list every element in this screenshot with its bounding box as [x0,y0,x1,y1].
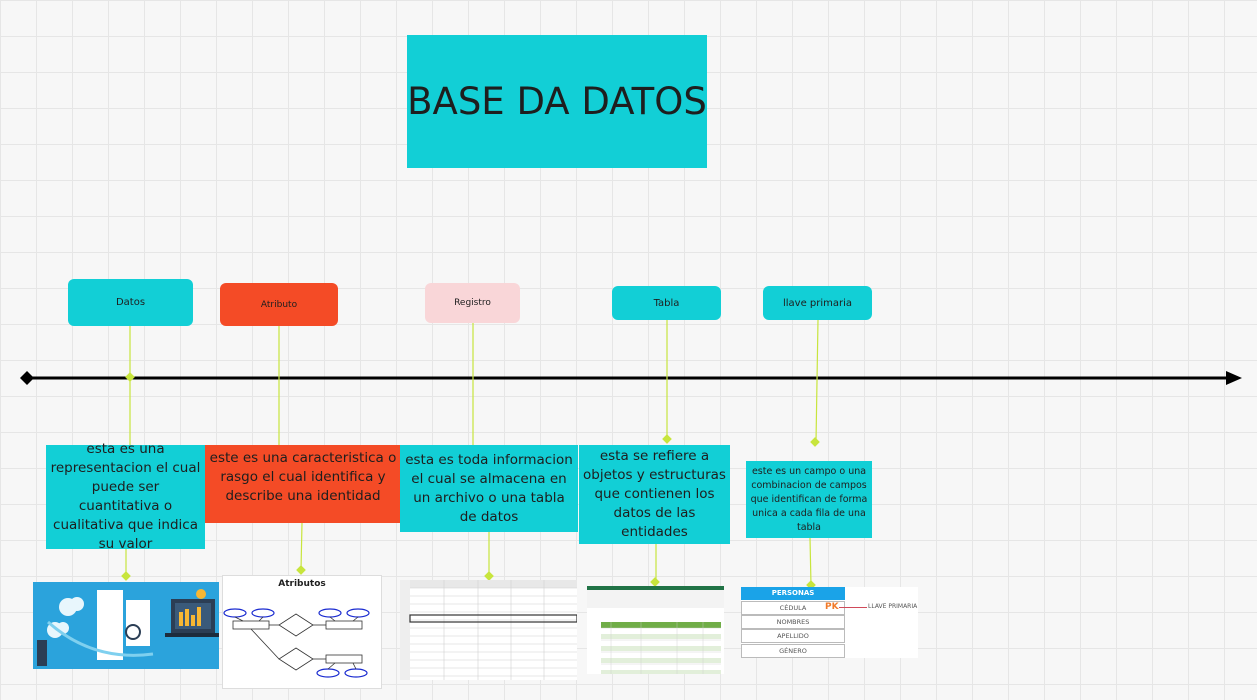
spreadsheet-graphic [400,580,577,680]
node-registro[interactable]: Registro [425,283,520,323]
desc-datos[interactable]: esta es una representacion el cual puede… [46,441,205,552]
pk-badge: PK [825,602,839,612]
atributos-er-image: Atributos [222,575,382,689]
atributos-image-title: Atributos [278,579,326,589]
excel-table-image [587,586,724,674]
personas-row: NOMBRES [741,615,845,629]
data-illustration-image [33,582,219,669]
desc-registro[interactable]: esta es toda informacion el cual se alma… [400,445,578,532]
spreadsheet-image [400,580,577,680]
personas-table-image: PERSONAS CÉDULA NOMBRES APELLIDO GÉNERO … [741,587,918,658]
connector [815,319,819,443]
timeline-end-arrow [1226,371,1242,385]
desc-atributo[interactable]: este es una caracteristica o rasgo el cu… [205,445,401,523]
connector-dot [662,434,672,444]
pk-label: LLAVE PRIMARIA [868,603,918,610]
connector-dot [810,437,820,447]
connector-dot [121,571,131,581]
personas-row: GÉNERO [741,644,845,658]
connector-dot [650,577,660,587]
excel-table-graphic [587,586,724,674]
personas-row: CÉDULA [741,601,845,615]
personas-row: APELLIDO [741,629,845,643]
atributos-er-graphic [223,608,370,678]
connector-dot [484,571,494,581]
node-llave-primaria[interactable]: llave primaria [763,286,872,320]
personas-header: PERSONAS [741,587,845,600]
connector [809,537,812,586]
page-title[interactable]: BASE DA DATOS [407,35,707,168]
timeline-start-diamond [20,371,34,385]
node-datos[interactable]: Datos [68,279,193,326]
connector [300,522,303,571]
node-tabla[interactable]: Tabla [612,286,721,320]
desc-tabla[interactable]: esta se refiere a objetos y estructuras … [579,445,730,544]
desc-llave-primaria[interactable]: este es un campo o una combinacion de ca… [746,461,872,538]
pk-arrow [839,607,867,608]
connector-dot [296,565,306,575]
data-illustration-graphic [33,582,219,669]
node-atributo[interactable]: Atributo [220,283,338,326]
connector-dot [125,372,135,382]
